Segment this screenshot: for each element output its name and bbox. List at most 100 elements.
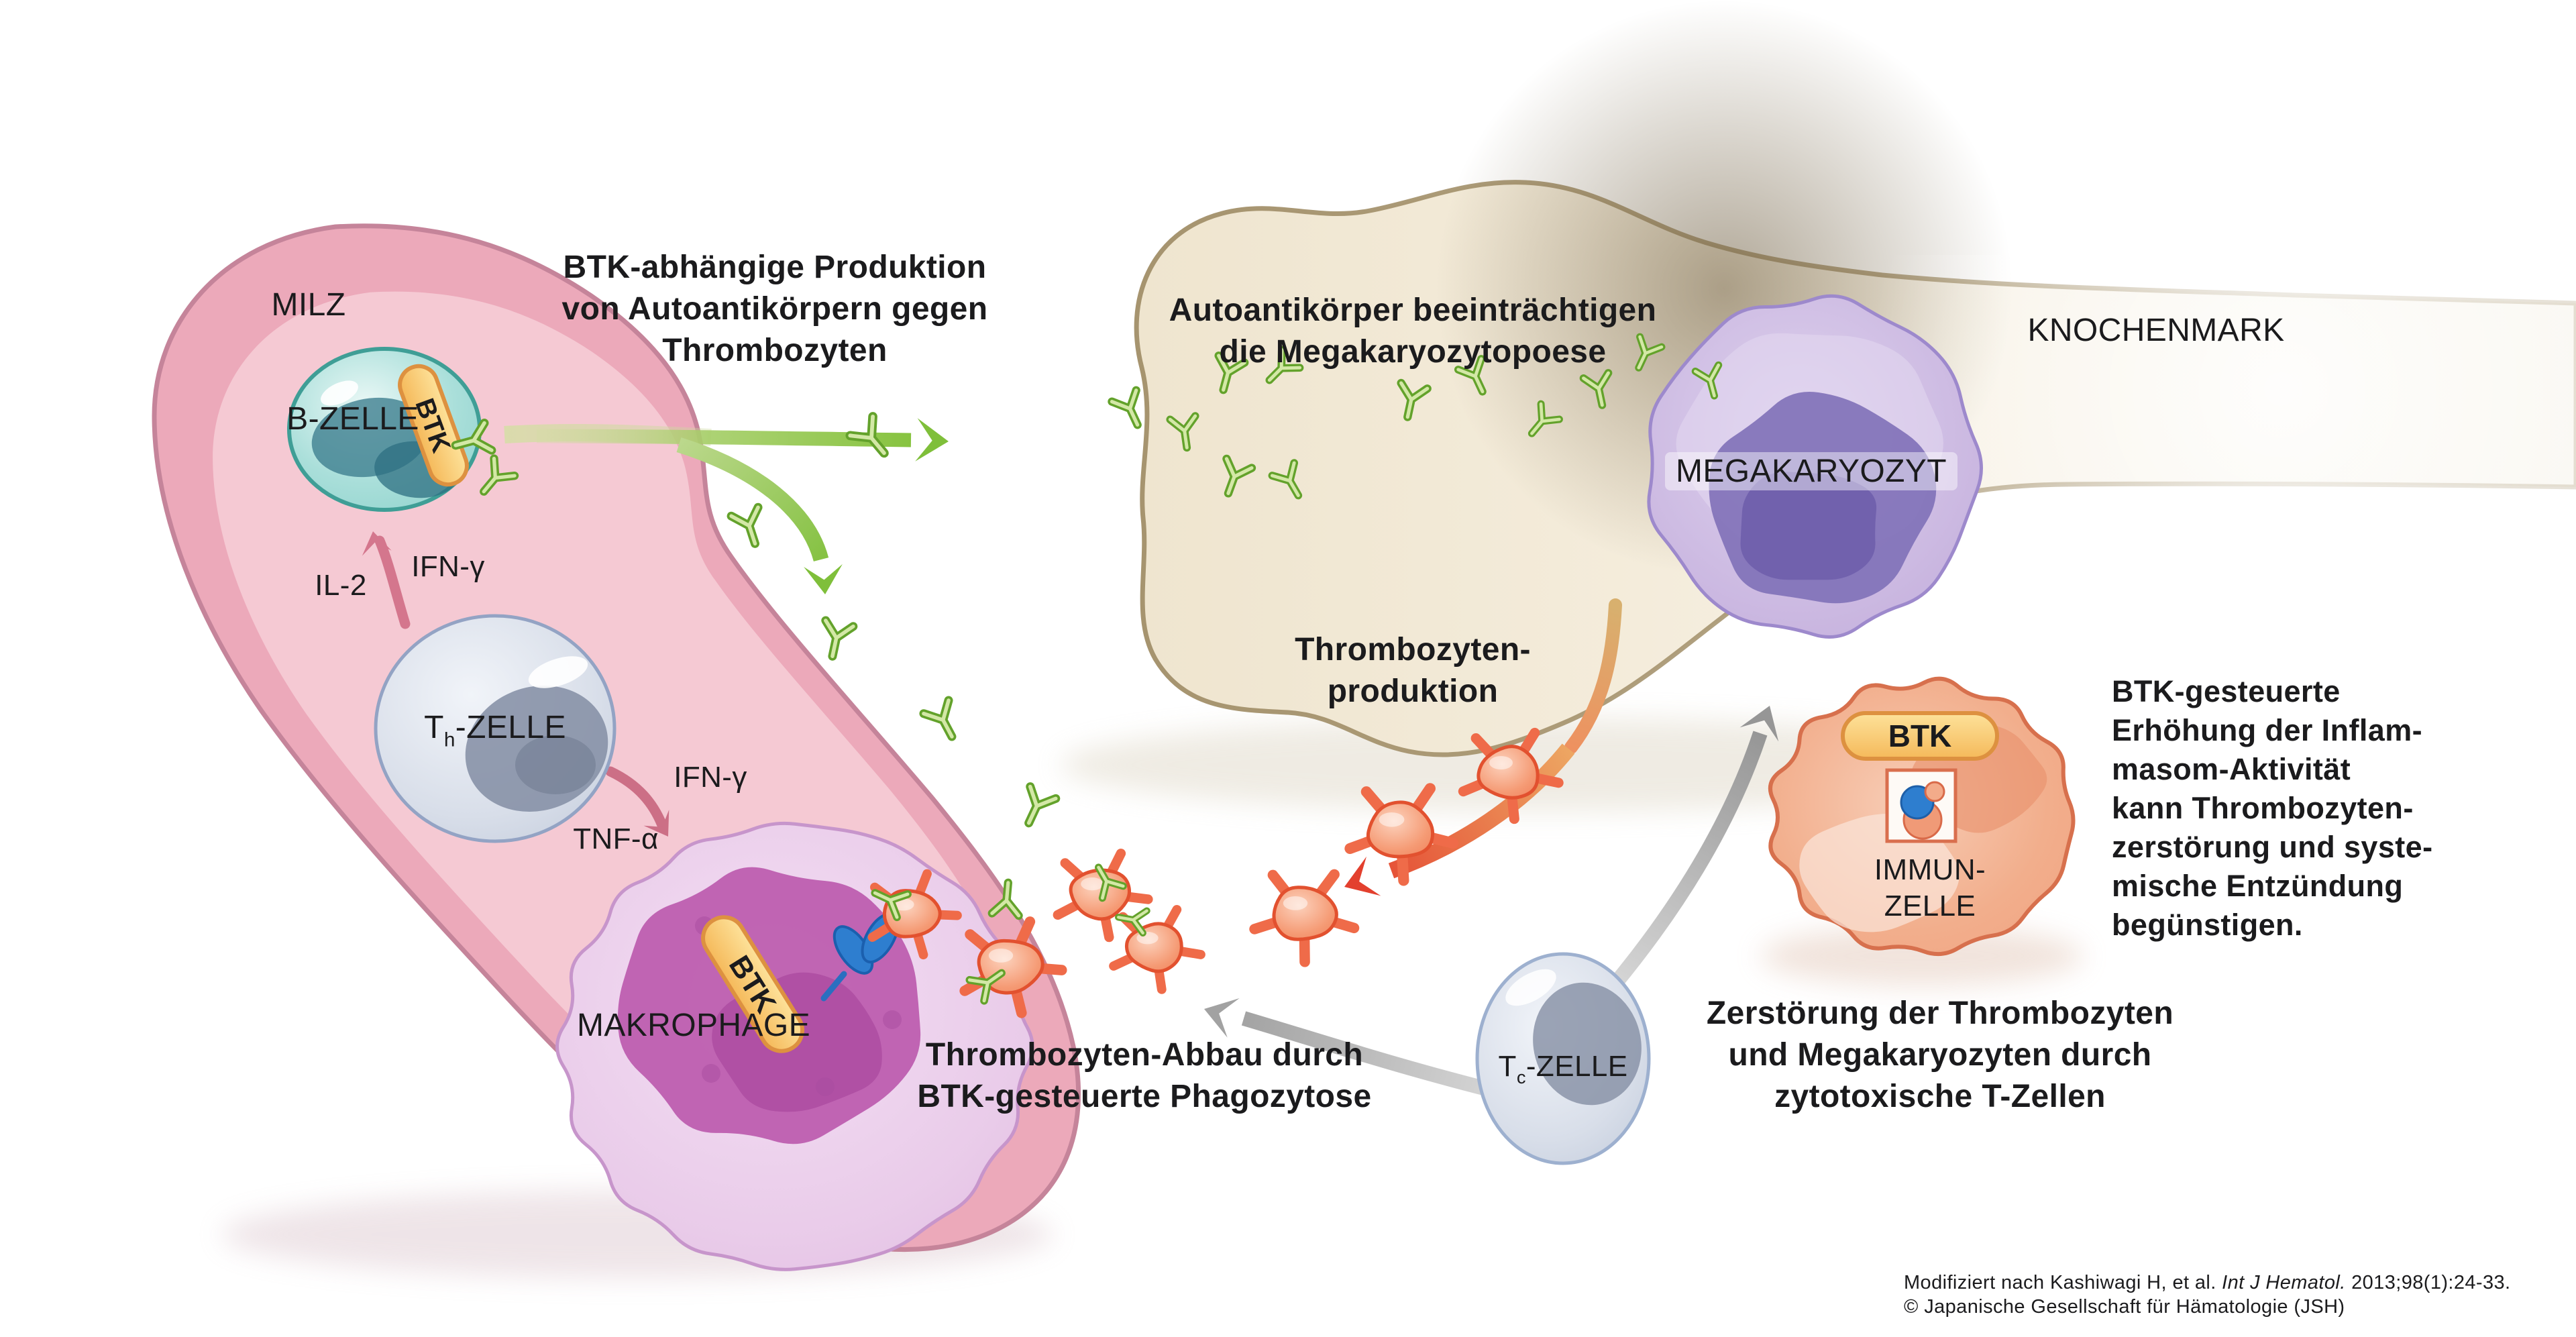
bone-highlight	[1878, 255, 2576, 537]
annotation-platelet-production: Thrombozyten- produktion	[1295, 629, 1531, 712]
il2-ifng-arrow	[374, 535, 411, 629]
antibody-icon	[1265, 345, 1304, 384]
annotation-tcell-destruction: Zerstörung der Thrombozyten und Megakary…	[1707, 993, 2174, 1118]
th-cell-label-pre: T	[424, 710, 444, 745]
antibody-icon	[1108, 386, 1142, 429]
immune-cell-label-line2: ZELLE	[1884, 890, 1976, 922]
platelet-icon	[1109, 905, 1205, 994]
tc-attack-megakaryocyte-arrow	[1603, 731, 1768, 997]
citation-source: Int J Hematol.	[2222, 1272, 2346, 1293]
tc-cell-label-pre: T	[1498, 1050, 1517, 1083]
annotation-line: Autoantikörper beeinträchtigen	[1169, 292, 1657, 328]
antibody-icon	[845, 412, 889, 458]
antibody-icon	[1115, 907, 1150, 937]
antibodies-layer	[451, 333, 1723, 1005]
th-cell-label-sub: h	[443, 729, 455, 751]
annotation-line: Thrombozyten-Abbau durch	[925, 1037, 1364, 1073]
platelet-icon	[1458, 727, 1564, 824]
annotation-line: Thrombozyten-	[1295, 632, 1531, 667]
tc-attack-megakaryocyte-arrowhead	[1739, 706, 1779, 742]
flow-arrows	[1241, 598, 1768, 1102]
platelet-icon	[867, 869, 962, 960]
tc-cell-label-sub: c	[1516, 1067, 1526, 1088]
antibody-icon	[1268, 459, 1303, 500]
annotation-megakaryopoiesis: Autoantikörper beeinträchtigen die Megak…	[1169, 290, 1657, 373]
annotation-line: kann Thrombozyten-	[2112, 791, 2414, 825]
antibody-icon	[1024, 782, 1061, 828]
megakaryocyte-proplatelet-stalk	[1564, 598, 1622, 754]
annotation-autoantibody-production: BTK-abhängige Produktion von Autoantikör…	[562, 247, 988, 372]
ifn-gamma-lower-label: IFN-γ	[674, 761, 747, 794]
platelet-icon	[1249, 869, 1360, 967]
annotation-phagocytosis: Thrombozyten-Abbau durch BTK-gesteuerte …	[917, 1034, 1371, 1118]
citation-line1: Modifiziert nach Kashiwagi H, et al. Int…	[1904, 1271, 2511, 1295]
antibody-icon	[919, 696, 957, 741]
immune-cell: BTK	[1768, 676, 2076, 957]
platelets-layer	[867, 727, 1564, 1018]
annotation-line: produktion	[1327, 674, 1499, 709]
th-cell-label-post: -ZELLE	[455, 710, 566, 745]
antibody-icon	[1579, 369, 1613, 409]
citation-prefix: Modifiziert nach Kashiwagi H, et al.	[1904, 1272, 2222, 1293]
ifng-tnfa-arrowhead	[643, 810, 669, 837]
cell-highlight	[1505, 969, 1556, 1006]
immune-cell-label: IMMUN- ZELLE	[1874, 852, 1986, 924]
ifn-gamma-upper-label: IFN-γ	[411, 550, 485, 583]
antibody-icon	[821, 616, 858, 661]
antibody-icon	[871, 889, 912, 922]
bone-marrow-label: KNOCHENMARK	[2027, 313, 2285, 348]
tc-cell-label: Tc-ZELLE	[1499, 1048, 1628, 1096]
annotation-line: BTK-gesteuerte Phagozytose	[917, 1079, 1372, 1114]
antibody-icon	[1214, 351, 1249, 394]
cytokine-arrows	[374, 535, 667, 831]
antibody-icon	[1454, 355, 1487, 396]
il2-label: IL-2	[315, 569, 367, 602]
annotation-line: mische Entzündung	[2112, 869, 2404, 903]
platelet-production-arrowhead	[1344, 856, 1381, 896]
annotation-line: und Megakaryozyten durch	[1728, 1037, 2152, 1073]
autoantibody-branch-arrowhead	[804, 564, 843, 594]
annotation-line: die Megakaryozytopoese	[1219, 334, 1607, 370]
antibody-icon	[1527, 400, 1563, 437]
megakaryocyte-cell	[1647, 294, 1983, 639]
platelet-production-arrow	[1388, 743, 1575, 879]
citation: Modifiziert nach Kashiwagi H, et al. Int…	[1904, 1271, 2511, 1319]
antibody-icon	[1222, 454, 1256, 498]
autoantibody-branch-arrow	[676, 437, 829, 562]
spleen-cells: BTK BTK	[287, 347, 1034, 1271]
ifng-tnfa-arrow	[605, 766, 667, 831]
tc-cell-label-post: -ZELLE	[1525, 1050, 1628, 1083]
antibody-icon	[1166, 412, 1199, 452]
tc-attack-platelets-arrowhead	[1204, 998, 1240, 1038]
cell-highlight	[321, 380, 358, 406]
antibody-icon	[727, 502, 763, 548]
citation-suffix: 2013;98(1):24-33.	[2345, 1272, 2511, 1293]
b-cell-label: B-ZELLE	[286, 401, 419, 437]
annotation-line: masom-Aktivität	[2112, 752, 2351, 786]
antibody-icon	[451, 419, 496, 455]
tc-cell	[1475, 952, 1651, 1165]
immune-cell-label-line1: IMMUN-	[1874, 853, 1986, 886]
arrowheads	[362, 418, 1779, 1038]
citation-line2: © Japanische Gesellschaft für Hämatologi…	[1904, 1296, 2345, 1318]
macrophage-label: MAKROPHAGE	[576, 1008, 811, 1043]
th-cell	[374, 614, 616, 843]
btk-pill-immune: BTK	[1841, 711, 1999, 761]
platelet-icon	[1344, 783, 1459, 886]
annotation-line: Erhöhung der Inflam-	[2112, 713, 2422, 747]
tc-attack-platelets-arrow	[1241, 1011, 1513, 1102]
antibody-icon	[965, 969, 1006, 1005]
cell-highlight	[528, 656, 588, 688]
th-cell-label: Th-ZELLE	[424, 707, 566, 761]
annotation-line: von Autoantikörpern gegen	[561, 291, 988, 327]
il2-ifng-arrowhead	[362, 531, 392, 556]
antibody-icon	[1397, 378, 1432, 421]
inflammasome-icon	[1885, 768, 1957, 843]
annotation-line: begünstigen.	[2112, 908, 2303, 942]
btk-pill-immune-label: BTK	[1888, 718, 1952, 753]
antibody-icon	[987, 878, 1023, 920]
annotation-line: zerstörung und syste-	[2112, 830, 2433, 864]
annotation-line: BTK-gesteuerte	[2112, 674, 2341, 708]
